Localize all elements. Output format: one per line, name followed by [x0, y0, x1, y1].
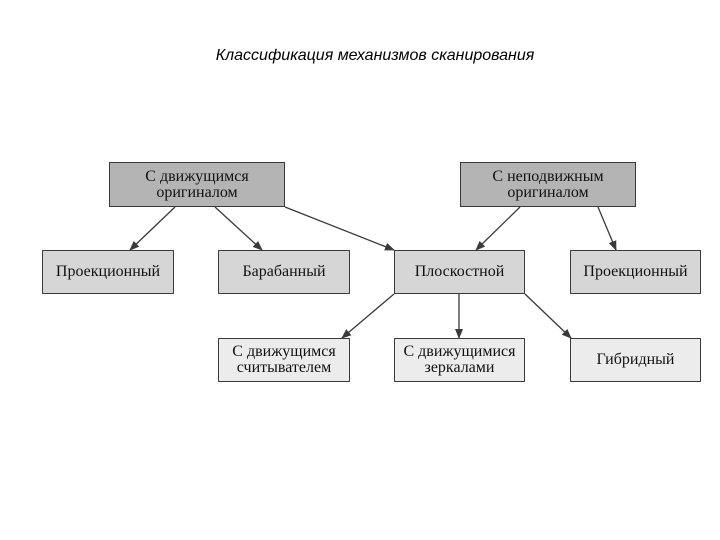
node-projection-right-label: Проекционный — [583, 263, 688, 280]
edge-fixed-to-flatbed — [475, 206, 521, 251]
edge-moving-to-drum — [214, 206, 263, 251]
node-moving-original: С движущимся оригиналом — [109, 162, 285, 207]
node-moving-original-label: С движущимся оригиналом — [145, 167, 249, 201]
edge-moving-to-flatbed — [284, 206, 395, 251]
node-hybrid: Гибридный — [570, 338, 701, 382]
node-fixed-original-label: С неподвижным оригиналом — [492, 167, 604, 201]
node-moving-reader: С движущимся считывателем — [218, 338, 350, 382]
node-flatbed-label: Плоскостной — [414, 263, 505, 280]
node-moving-reader-label: С движущимся считывателем — [232, 343, 336, 376]
node-drum-label: Барабанный — [242, 263, 326, 280]
node-projection-right: Проекционный — [570, 250, 701, 294]
node-drum: Барабанный — [218, 250, 350, 294]
node-hybrid-label: Гибридный — [596, 351, 675, 368]
edge-flatbed-to-hybrid — [524, 293, 572, 339]
node-fixed-original: С неподвижным оригиналом — [460, 162, 636, 207]
edge-flatbed-to-reader — [341, 293, 395, 339]
node-flatbed: Плоскостной — [394, 250, 525, 294]
node-projection-left-label: Проекционный — [55, 263, 161, 280]
node-moving-mirrors: С движущимися зеркалами — [394, 338, 525, 382]
edge-moving-to-projection — [129, 206, 176, 251]
edge-fixed-to-projection — [597, 206, 617, 251]
diagram-title: Классификация механизмов сканирования — [215, 47, 535, 64]
node-projection-left: Проекционный — [42, 250, 174, 294]
node-moving-mirrors-label: С движущимися зеркалами — [403, 343, 516, 376]
